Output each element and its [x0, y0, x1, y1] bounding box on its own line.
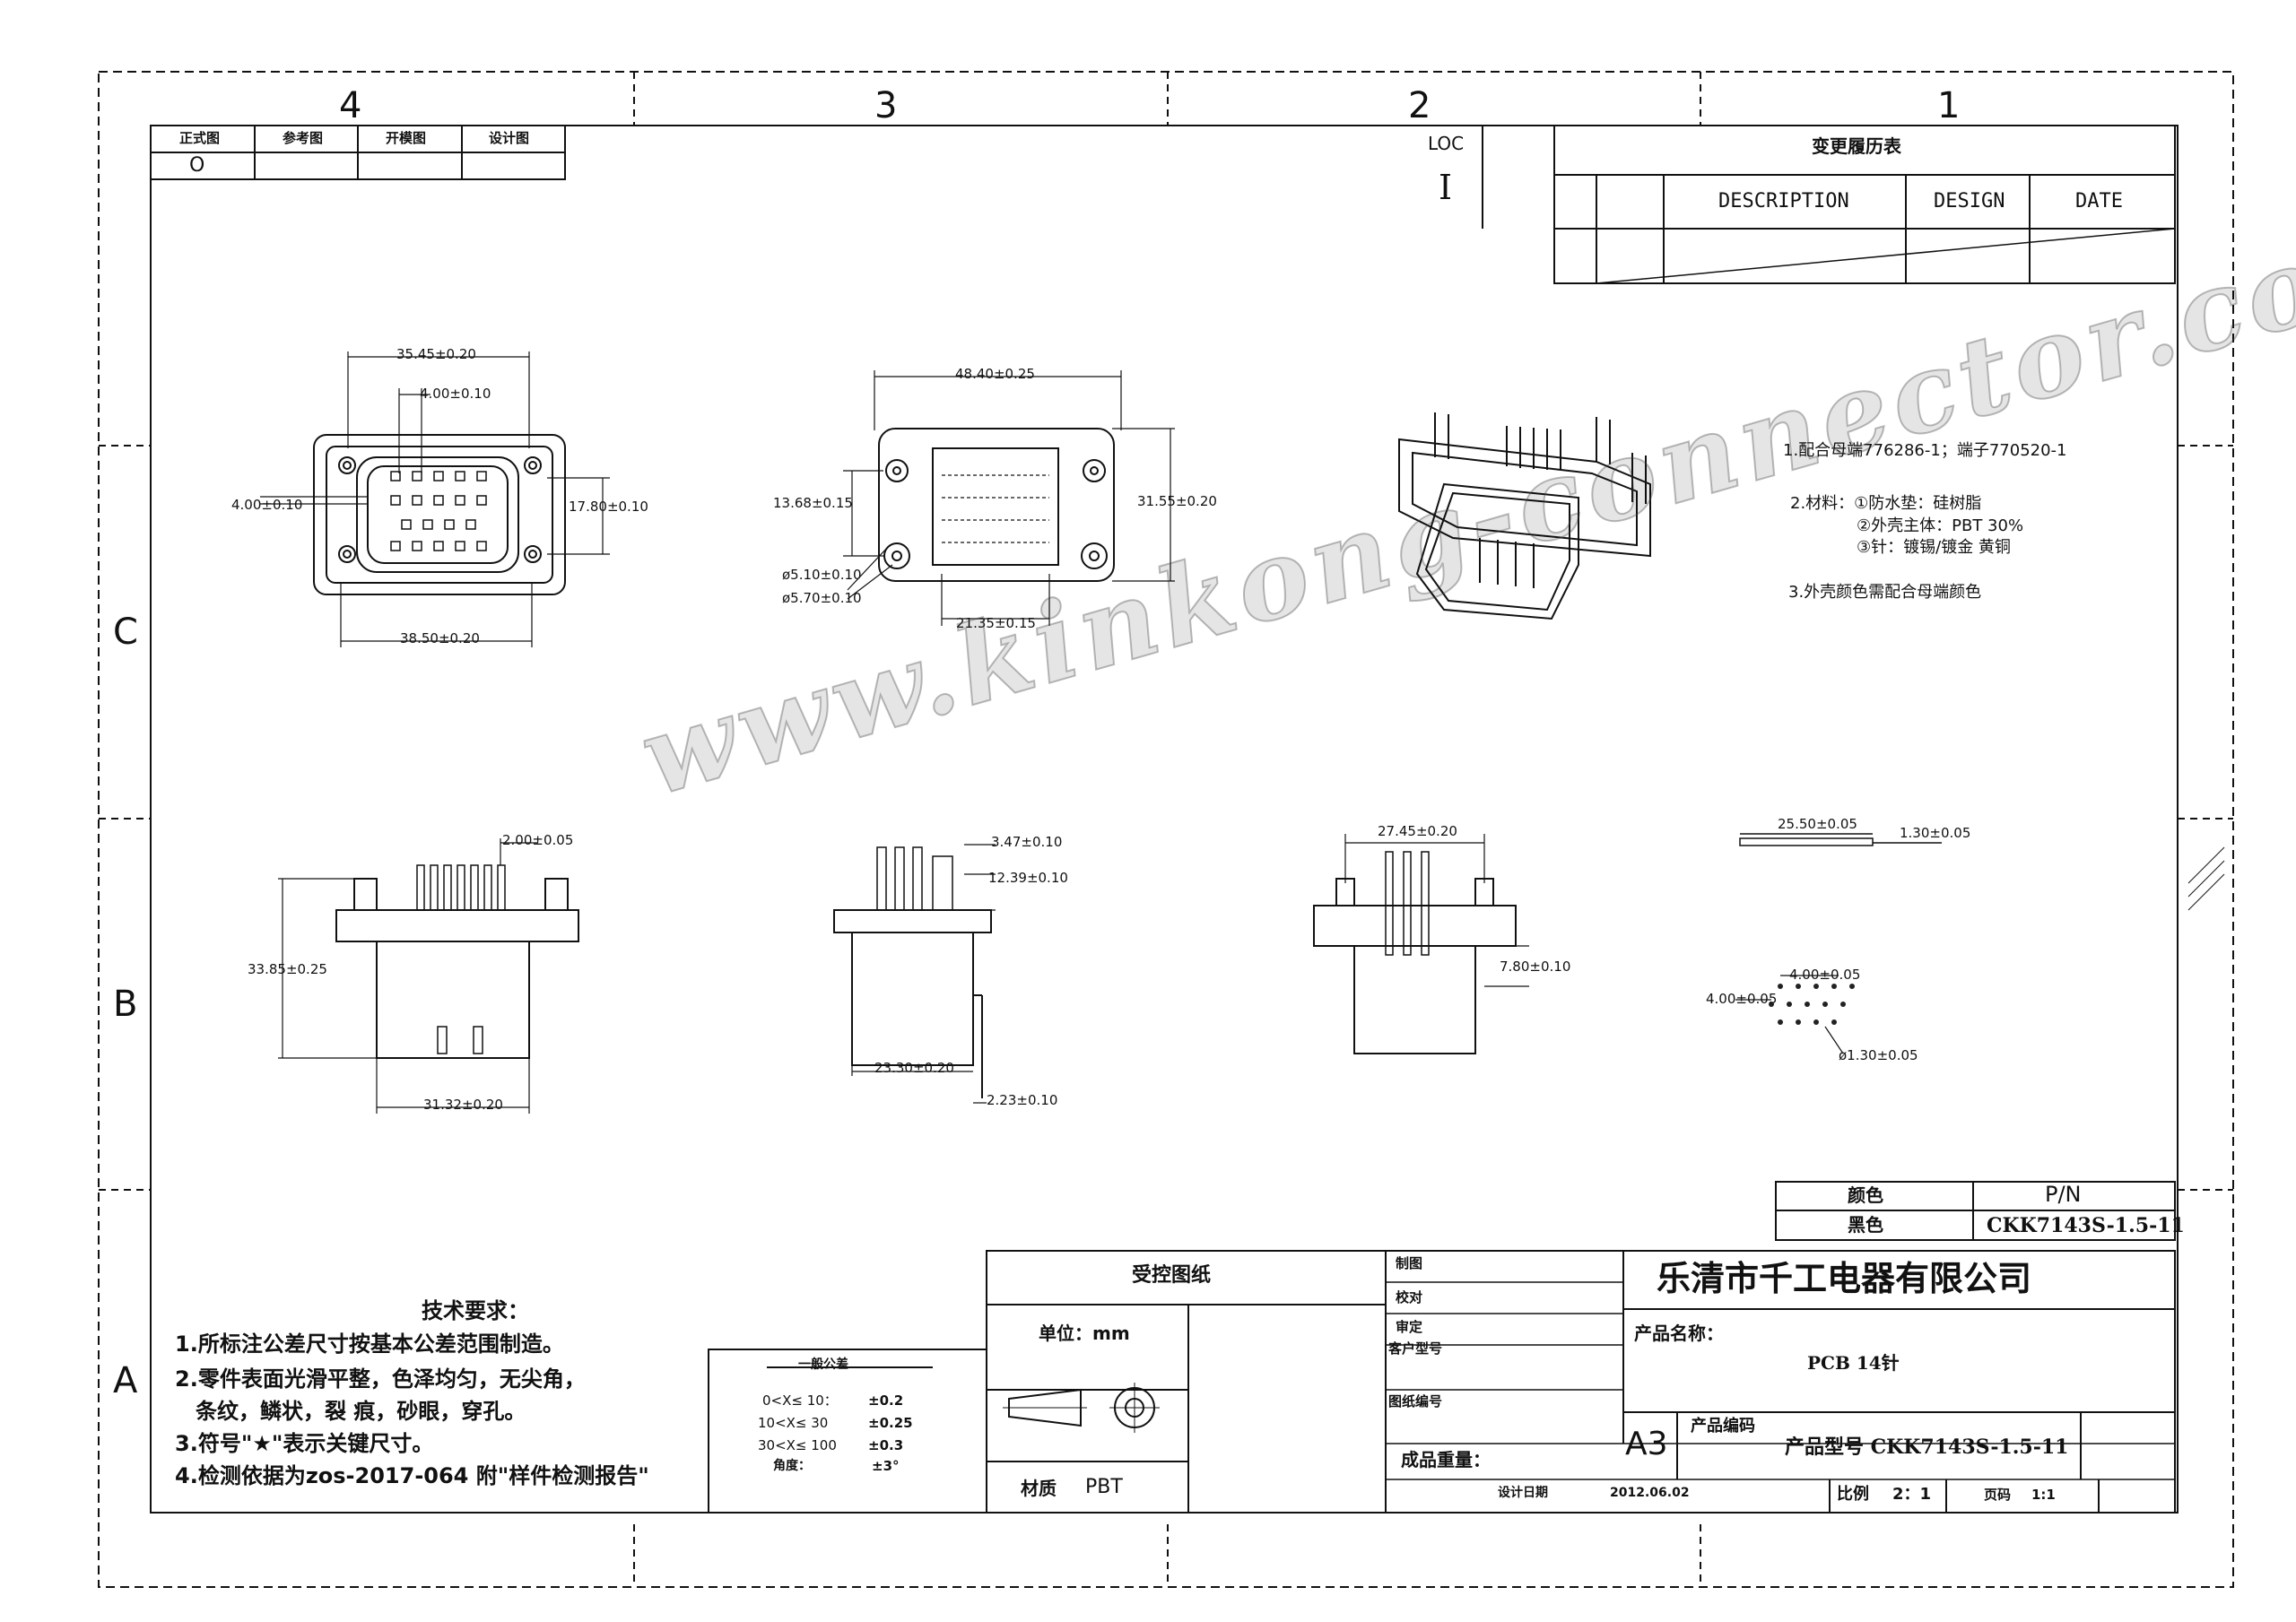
dim-side2-height: 12.39±0.10	[988, 870, 1068, 886]
role-checker: 校对	[1396, 1289, 1423, 1305]
zone-col-2: 2	[1408, 85, 1431, 126]
doctype-reference: 参考图	[283, 130, 324, 146]
product-name-value: PCB 14针	[1807, 1352, 1900, 1374]
outer-frame	[98, 71, 2234, 1588]
note-1: 1.配合母端776286-1；端子770520-1	[1783, 441, 2067, 460]
pn-value: CKK7143S-1.5-11	[1987, 1214, 2185, 1237]
note-2b: ②外壳主体：PBT 30%	[1857, 516, 2024, 535]
zone-col-3: 3	[874, 85, 898, 126]
dim-top-hole2: ø5.70±0.10	[782, 590, 862, 606]
role-drafter: 制图	[1396, 1255, 1423, 1271]
dim-front-bottom: 38.50±0.20	[400, 630, 480, 646]
tech-line-1: 1.所标注公差尺寸按基本公差范围制造。	[175, 1331, 564, 1357]
dim-back-width: 27.45±0.20	[1378, 823, 1457, 839]
tolerance-range-2: 10<X≤ 30	[758, 1415, 829, 1431]
controlled-drawing: 受控图纸	[1132, 1264, 1212, 1287]
paper-size: A3	[1625, 1426, 1668, 1462]
tech-line-5: 4.检测依据为zos-2017-064 附"样件检测报告"	[175, 1463, 649, 1488]
tolerance-value-4: ±3°	[872, 1458, 900, 1474]
dim-back-height: 7.80±0.10	[1500, 958, 1571, 975]
tech-line-3: 条纹，鳞状，裂 痕，砂眼，穿孔。	[196, 1399, 526, 1424]
role-approver: 审定	[1396, 1319, 1423, 1335]
zone-row-a: A	[113, 1360, 138, 1401]
page-value: 1:1	[2031, 1487, 2056, 1503]
color-header: 颜色	[1848, 1184, 1883, 1206]
dim-pin-length: 25.50±0.05	[1778, 816, 1857, 832]
note-2c: ③针：镀锡/镀金 黄铜	[1857, 538, 2011, 557]
product-code-label: 产品编码	[1691, 1417, 1755, 1436]
loc-value: I	[1439, 168, 1453, 207]
side-view-2	[833, 844, 996, 1104]
dim-side-bottom: 31.32±0.20	[423, 1097, 503, 1113]
dim-top-bottom: 21.35±0.15	[956, 615, 1036, 631]
company-name: 乐清市千工电器有限公司	[1657, 1259, 2032, 1298]
product-name-label: 产品名称：	[1634, 1323, 1724, 1344]
top-view	[843, 370, 1175, 626]
dim-top-h2: 31.55±0.20	[1137, 493, 1217, 509]
pcb-hole-grid	[1769, 984, 1855, 1025]
scale-label: 比例	[1837, 1485, 1869, 1504]
dim-front-left: 4.00±0.10	[231, 497, 303, 513]
dim-side-pin: 2.00±0.05	[502, 832, 574, 848]
role-customer-model: 客户型号	[1388, 1340, 1443, 1357]
doctype-design: 设计图	[489, 130, 530, 146]
dim-grid-left: 4.00±0.05	[1706, 991, 1778, 1007]
tech-line-4: 3.符号"★"表示关键尺寸。	[175, 1431, 434, 1456]
zone-col-4: 4	[339, 85, 362, 126]
dim-grid-hole: ø1.30±0.05	[1839, 1047, 1918, 1063]
loc-label: LOC	[1428, 133, 1465, 154]
role-drawing-no: 图纸编号	[1388, 1393, 1443, 1409]
back-view	[1313, 834, 1529, 1054]
tolerance-range-3: 30<X≤ 100	[758, 1437, 837, 1453]
doctype-mark: O	[189, 154, 205, 177]
tolerance-value-2: ±0.25	[868, 1415, 913, 1431]
design-date-value: 2012.06.02	[1610, 1486, 1690, 1500]
dim-front-width: 35.45±0.20	[396, 346, 476, 362]
note-2: 2.材料：①防水垫：硅树脂	[1790, 494, 1982, 513]
revision-col-description: DESCRIPTION	[1718, 190, 1849, 213]
zone-row-b: B	[113, 984, 138, 1025]
revision-col-date: DATE	[2075, 190, 2123, 213]
tolerance-title: 一般公差	[798, 1357, 848, 1372]
tech-line-2: 2.零件表面光滑平整，色泽均匀，无尖角，	[175, 1366, 586, 1392]
color-value: 黑色	[1848, 1214, 1883, 1236]
doctype-mold: 开模图	[386, 130, 427, 146]
unit-label: 单位：mm	[1039, 1323, 1130, 1344]
zone-row-c: C	[113, 612, 138, 653]
revision-col-design: DESIGN	[1934, 190, 2005, 213]
material-value: PBT	[1085, 1476, 1123, 1498]
tolerance-range-4: 角度：	[773, 1459, 811, 1473]
note-3: 3.外壳颜色需配合母端颜色	[1788, 583, 1982, 602]
revision-title: 变更履历表	[1812, 135, 1901, 157]
front-view	[260, 351, 610, 647]
side-view	[278, 838, 579, 1114]
isometric-view	[1398, 412, 1651, 620]
weight-label: 成品重量：	[1401, 1449, 1491, 1470]
tolerance-value-1: ±0.2	[868, 1392, 904, 1409]
dim-front-pitch: 4.00±0.10	[420, 386, 491, 402]
zone-col-1: 1	[1937, 85, 1961, 126]
design-date-label: 设计日期	[1498, 1486, 1548, 1500]
tech-title: 技术要求：	[422, 1298, 529, 1323]
dim-pin-diameter: 1.30±0.05	[1900, 825, 1971, 841]
pn-header: P/N	[2045, 1182, 2082, 1207]
dim-side2-top: 3.47±0.10	[991, 834, 1063, 850]
tolerance-range-1: 0<X≤ 10：	[762, 1392, 838, 1409]
dim-top-width: 48.40±0.25	[955, 366, 1035, 382]
dim-top-hole1: ø5.10±0.10	[782, 567, 862, 583]
scale-value: 2：1	[1892, 1485, 1932, 1504]
dim-side2-corner: 2.23±0.10	[987, 1092, 1058, 1108]
dim-front-height: 17.80±0.10	[569, 499, 648, 515]
dim-top-h1: 13.68±0.15	[773, 495, 853, 511]
pin-detail	[1739, 833, 1942, 846]
product-model: 产品型号 CKK7143S-1.5-11	[1785, 1436, 2069, 1459]
material-label: 材质	[1021, 1478, 1057, 1499]
doctype-formal: 正式图	[179, 130, 221, 146]
dim-side2-bottom: 23.30±0.20	[874, 1060, 954, 1076]
page-label: 页码	[1984, 1487, 2012, 1503]
tolerance-value-3: ±0.3	[868, 1437, 904, 1453]
dim-grid-pitch: 4.00±0.05	[1789, 967, 1861, 983]
dim-side-height: 33.85±0.25	[248, 961, 327, 977]
